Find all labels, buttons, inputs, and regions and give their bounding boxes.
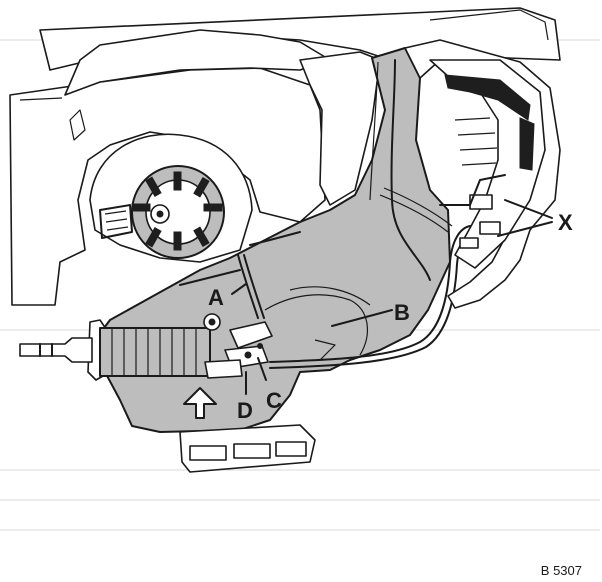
leader-x-1 (504, 199, 553, 219)
control-unit (404, 39, 561, 309)
heater-core (19, 319, 211, 381)
airflow-arrow (183, 387, 217, 419)
callout-c: C (266, 388, 282, 413)
leader-c (257, 357, 267, 381)
callout-x: X (558, 210, 573, 235)
callout-a: A (208, 285, 224, 310)
leader-x-2 (497, 221, 553, 237)
leader-lines (231, 199, 553, 395)
figure-reference-code: B 5307 (540, 563, 582, 578)
leader-b (331, 309, 393, 327)
blower-fan (89, 133, 253, 263)
leader-a (231, 283, 247, 295)
flap-linkage (203, 313, 273, 379)
callout-b: B (394, 300, 410, 325)
callout-d: D (237, 398, 253, 423)
footwell-duct (179, 424, 316, 473)
